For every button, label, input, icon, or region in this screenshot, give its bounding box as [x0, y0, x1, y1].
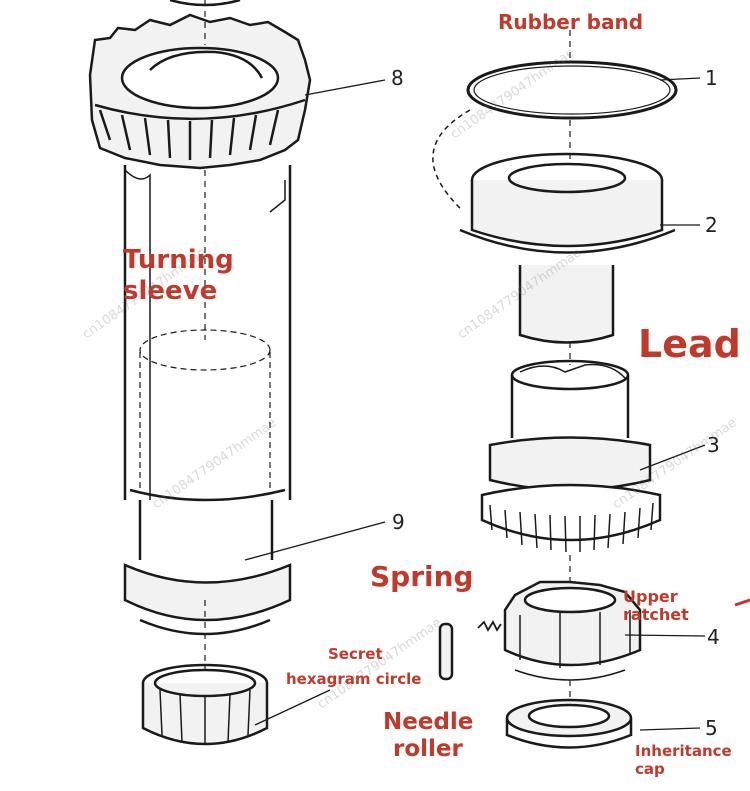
label-turning-sleeve-line1: Turning [123, 245, 234, 275]
part-4 [503, 580, 642, 681]
label-needle-roller-line2: roller [393, 736, 463, 762]
label-lead: Lead [638, 322, 741, 366]
label-rubber-band: Rubber band [498, 10, 644, 34]
number-9: 9 [392, 510, 405, 534]
part-2 [459, 152, 676, 344]
number-8: 8 [391, 66, 404, 90]
needle-roller-part [438, 622, 454, 681]
number-2: 2 [705, 213, 718, 237]
turning-sleeve [123, 165, 292, 636]
label-upper-ratchet-line1: Upper [623, 587, 678, 606]
spring-part [477, 620, 502, 632]
number-3: 3 [707, 433, 720, 457]
part-5 [505, 698, 633, 749]
gear-8 [88, 13, 312, 170]
number-1: 1 [705, 66, 718, 90]
part-3 [480, 359, 662, 553]
label-upper-ratchet-line2: ratchet [623, 605, 689, 624]
number-5: 5 [705, 716, 718, 740]
label-secret-line2: hexagram circle [286, 670, 422, 688]
rubber-band [466, 60, 678, 120]
needle-cage [141, 663, 269, 746]
number-4: 4 [707, 625, 720, 649]
label-spring: Spring [370, 560, 474, 593]
label-turning-sleeve-line2: sleeve [123, 276, 218, 306]
red-mark [734, 598, 750, 607]
label-inheritance-cap-line2: cap [635, 760, 665, 778]
label-needle-roller-line1: Needle [383, 709, 474, 735]
label-inheritance-cap-line1: Inheritance [635, 742, 732, 760]
label-secret-line1: Secret [328, 645, 383, 663]
